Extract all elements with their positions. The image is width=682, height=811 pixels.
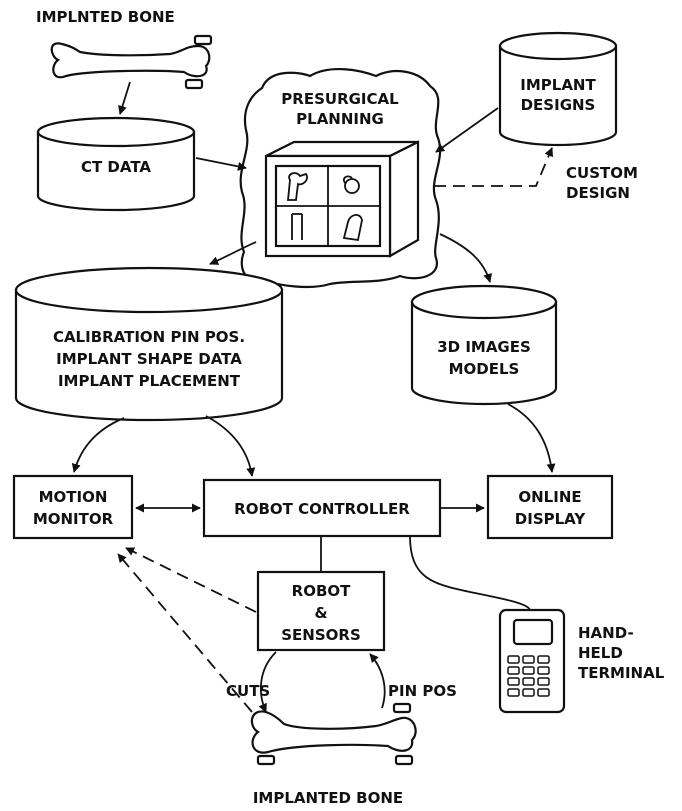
calibration-label-2: IMPLANT SHAPE DATA [56, 350, 242, 368]
robot-sensors-box [256, 570, 386, 652]
handheld-label-1: HAND- [578, 624, 634, 642]
calibration-label-3: IMPLANT PLACEMENT [58, 372, 241, 390]
motion-monitor-box [12, 474, 134, 540]
online-display-box [486, 474, 614, 540]
arrow-designs-to-planning [435, 107, 499, 153]
robot-controller-label: ROBOT CONTROLLER [234, 500, 410, 518]
3d-images-cylinder [410, 284, 558, 406]
arrow-cuts [258, 651, 277, 713]
robot-sensors-label-2: & [314, 604, 327, 622]
robot-sensors-label-1: ROBOT [292, 582, 351, 600]
calibration-data-cylinder [14, 266, 284, 422]
arrow-calibration-to-motion [71, 417, 125, 473]
top-bone-label: IMPLNTED BONE [36, 8, 175, 26]
pin-pos-label: PIN POS [388, 682, 457, 700]
bottom-bone-icon [250, 702, 417, 766]
3d-images-label-2: MODELS [449, 360, 520, 378]
3d-images-label-1: 3D IMAGES [437, 338, 531, 356]
arrow-3d-to-display [507, 403, 556, 473]
custom-design-label-2: DESIGN [566, 184, 630, 202]
custom-design-label-1: CUSTOM [566, 164, 638, 182]
connectors [71, 81, 556, 713]
top-bone-icon [50, 34, 213, 90]
workstation-icon [264, 140, 420, 258]
cable-handheld [409, 535, 531, 611]
handheld-label-2: HELD [578, 644, 623, 662]
arrow-bone-to-ct [118, 81, 131, 115]
arrow-bone-to-motion [117, 553, 253, 713]
ct-data-label: CT DATA [81, 158, 151, 176]
online-display-label-1: ONLINE [518, 488, 581, 506]
implant-designs-label-2: DESIGNS [521, 96, 596, 114]
online-display-label-2: DISPLAY [515, 510, 587, 528]
implant-designs-label-1: IMPLANT [520, 76, 596, 94]
handheld-terminal-icon [498, 608, 566, 714]
motion-monitor-label-2: MONITOR [33, 510, 114, 528]
cuts-label: CUTS [226, 682, 270, 700]
arrow-pin-pos [369, 653, 386, 709]
arrow-ct-to-planning [195, 157, 247, 171]
presurgical-label-2: PLANNING [296, 110, 384, 128]
presurgical-label-1: PRESURGICAL [281, 90, 399, 108]
bottom-bone-label: IMPLANTED BONE [253, 789, 403, 807]
robot-sensors-label-3: SENSORS [281, 626, 361, 644]
handheld-label-3: TERMINAL [578, 664, 665, 682]
calibration-label-1: CALIBRATION PIN POS. [53, 328, 245, 346]
motion-monitor-label-1: MOTION [39, 488, 108, 506]
ct-data-cylinder [36, 116, 196, 212]
arrow-planning-to-calibration [209, 241, 257, 265]
arrow-calibration-to-controller [205, 415, 256, 477]
arrow-custom-design [434, 147, 554, 187]
arrow-robot-to-motion [125, 547, 257, 613]
implant-designs-cylinder [498, 31, 618, 147]
arrow-planning-to-3d [439, 233, 492, 283]
